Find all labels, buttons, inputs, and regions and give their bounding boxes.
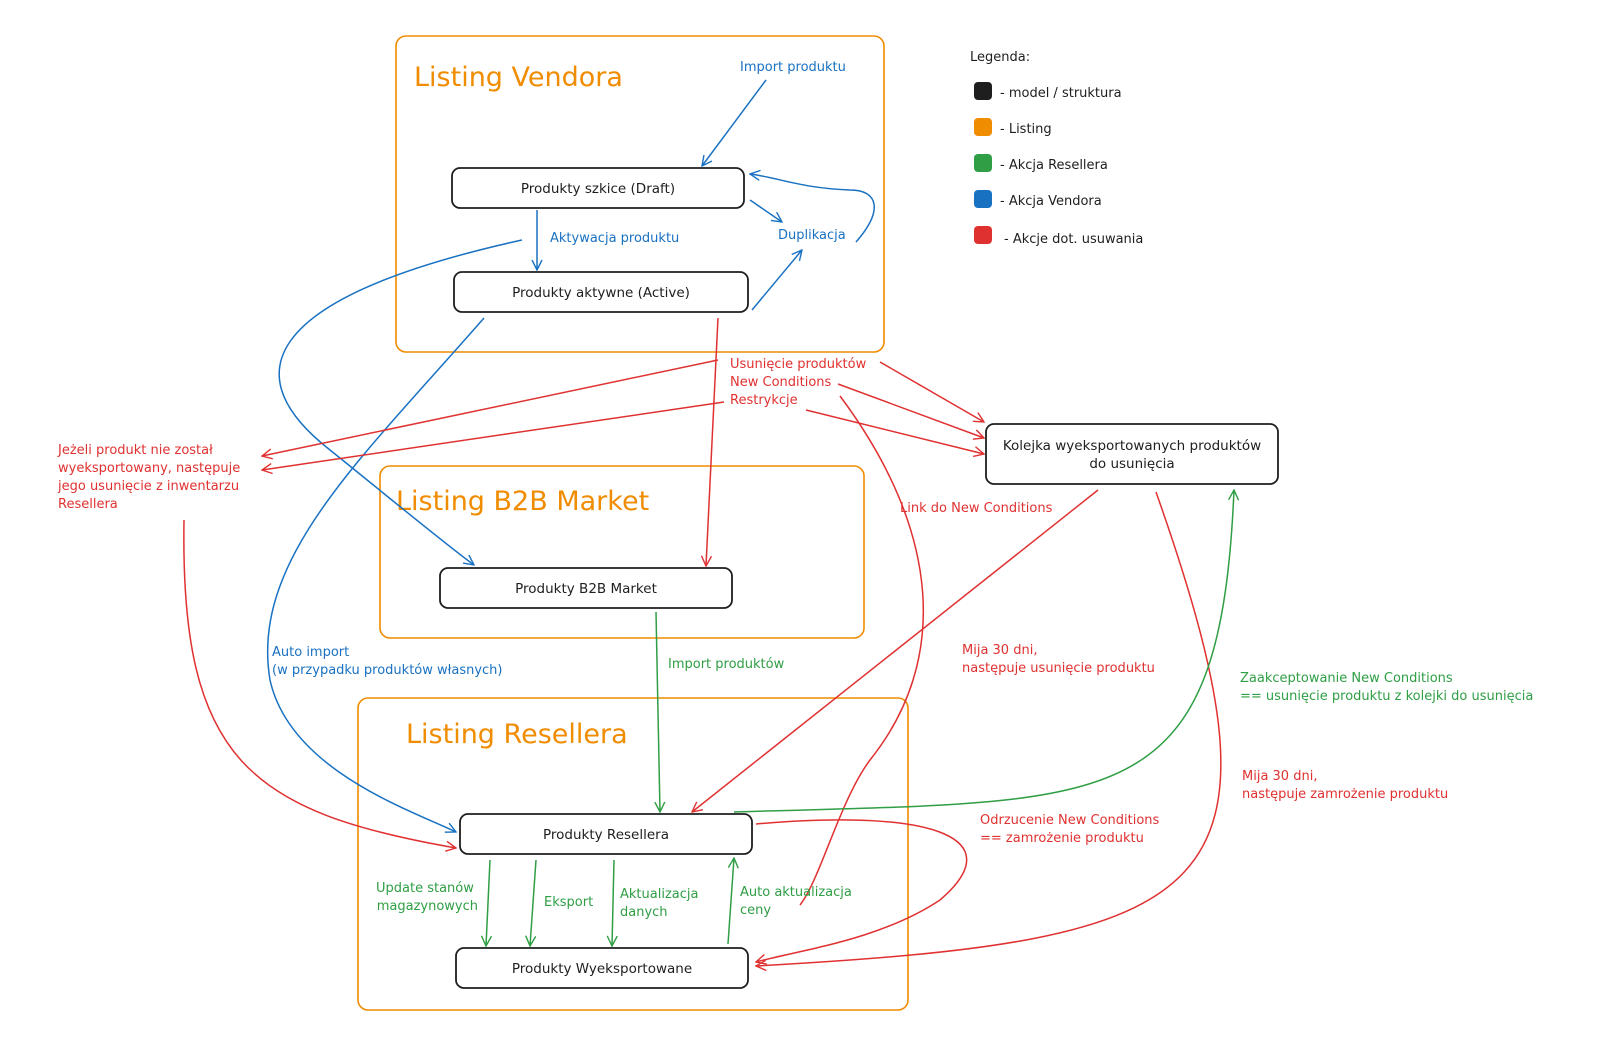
label-import-products: Import produktów: [668, 657, 785, 672]
node-b2b-label: Produkty B2B Market: [515, 581, 657, 597]
arrow-data-update: [612, 859, 614, 946]
label-new-conditions: New Conditions: [730, 375, 832, 390]
arrow-queue-freeze-30-days: [756, 491, 1222, 966]
legend-label-removal: - Akcje dot. usuwania: [1004, 232, 1143, 247]
group-title-b2b: Listing B2B Market: [396, 486, 649, 517]
label-auto-import: Auto import (w przypadku produktów własn…: [272, 645, 502, 678]
node-exported-products[interactable]: Produkty Wyeksportowane: [455, 947, 749, 989]
group-title-vendor: Listing Vendora: [414, 62, 623, 93]
legend: Legenda: - model / struktura - Listing -…: [970, 50, 1143, 247]
label-30-days-freeze: Mija 30 dni, następuje zamrożenie produk…: [1242, 769, 1448, 802]
label-reject-new-conditions: Odrzucenie New Conditions == zamrożenie …: [980, 813, 1163, 846]
group-listing-resellera: Listing Resellera: [357, 697, 909, 1011]
arrow-import-product: [702, 79, 767, 166]
label-product-removal: Usunięcie produktów: [730, 357, 867, 372]
group-listing-vendora: Listing Vendora: [395, 35, 885, 353]
group-title-reseller: Listing Resellera: [406, 719, 628, 750]
node-queue-label-line1: Kolejka wyeksportowanych produktów: [1003, 438, 1261, 454]
arrow-import-products: [656, 611, 660, 812]
arrow-reject-new-conditions: [756, 819, 968, 962]
label-link-new-conditions: Link do New Conditions: [900, 501, 1053, 516]
label-activation: Aktywacja produktu: [550, 231, 679, 246]
node-reseller-products[interactable]: Produkty Resellera: [459, 813, 753, 855]
group-listing-b2b: Listing B2B Market: [379, 465, 865, 639]
label-data-update: Aktualizacja danych: [620, 887, 703, 920]
arrow-restrictions-to-queue: [805, 409, 984, 454]
legend-swatch-model: [974, 82, 992, 100]
label-30-days-removal: Mija 30 dni, następuje usunięcie produkt…: [962, 643, 1155, 676]
arrow-active-to-b2b-red: [706, 317, 719, 566]
label-not-exported: Jeżeli produkt nie został wyeksportowany…: [57, 443, 244, 512]
arrow-conditions-to-queue: [837, 383, 984, 438]
legend-label-listing: - Listing: [1000, 122, 1052, 137]
node-draft-label: Produkty szkice (Draft): [521, 181, 675, 197]
label-import-product: Import produktu: [740, 60, 846, 75]
node-active[interactable]: Produkty aktywne (Active): [453, 271, 749, 313]
node-active-label: Produkty aktywne (Active): [512, 285, 690, 301]
arrow-duplication-to-draft: [750, 174, 875, 243]
arrow-inventory-to-reseller: [183, 519, 456, 848]
label-stock-update: Update stanów magazynowych: [376, 881, 478, 914]
node-queue-label-line2: do usunięcia: [1089, 456, 1174, 472]
arrow-stock-update: [486, 859, 490, 946]
arrow-auto-import: [266, 317, 485, 832]
arrow-export: [530, 859, 537, 946]
label-export: Eksport: [544, 895, 593, 910]
arrow-active-to-duplication: [751, 250, 802, 311]
node-reseller-label: Produkty Resellera: [543, 827, 669, 843]
legend-label-reseller: - Akcja Resellera: [1000, 158, 1108, 173]
legend-label-model: - model / struktura: [1000, 86, 1122, 101]
arrow-link-new-conditions: [799, 395, 925, 906]
arrow-auto-price-update: [727, 858, 734, 945]
legend-title: Legenda:: [970, 50, 1030, 65]
node-removal-queue[interactable]: Kolejka wyeksportowanych produktów do us…: [985, 423, 1279, 485]
label-auto-price-update: Auto aktualizacja ceny: [740, 885, 856, 918]
arrow-accept-new-conditions: [733, 490, 1234, 813]
legend-swatch-vendor: [974, 190, 992, 208]
label-duplication: Duplikacja: [778, 228, 846, 243]
arrow-removal-to-queue: [879, 361, 984, 422]
arrow-draft-to-duplication: [749, 199, 782, 222]
legend-label-vendor: - Akcja Vendora: [1000, 194, 1102, 209]
arrow-queue-removal-30-days: [692, 489, 1099, 812]
legend-swatch-reseller: [974, 154, 992, 172]
node-draft[interactable]: Produkty szkice (Draft): [451, 167, 745, 209]
label-accept-new-conditions: Zaakceptowanie New Conditions == usunięc…: [1240, 671, 1533, 704]
legend-swatch-listing: [974, 118, 992, 136]
arrow-active-to-b2b: [278, 239, 523, 565]
node-exported-label: Produkty Wyeksportowane: [512, 961, 692, 977]
legend-swatch-removal: [974, 226, 992, 244]
arrow-removal-to-inventory: [262, 359, 719, 456]
node-b2b-market[interactable]: Produkty B2B Market: [439, 567, 733, 609]
arrow-restrictions-to-inventory: [262, 401, 725, 470]
label-restrictions: Restrykcje: [730, 393, 798, 408]
